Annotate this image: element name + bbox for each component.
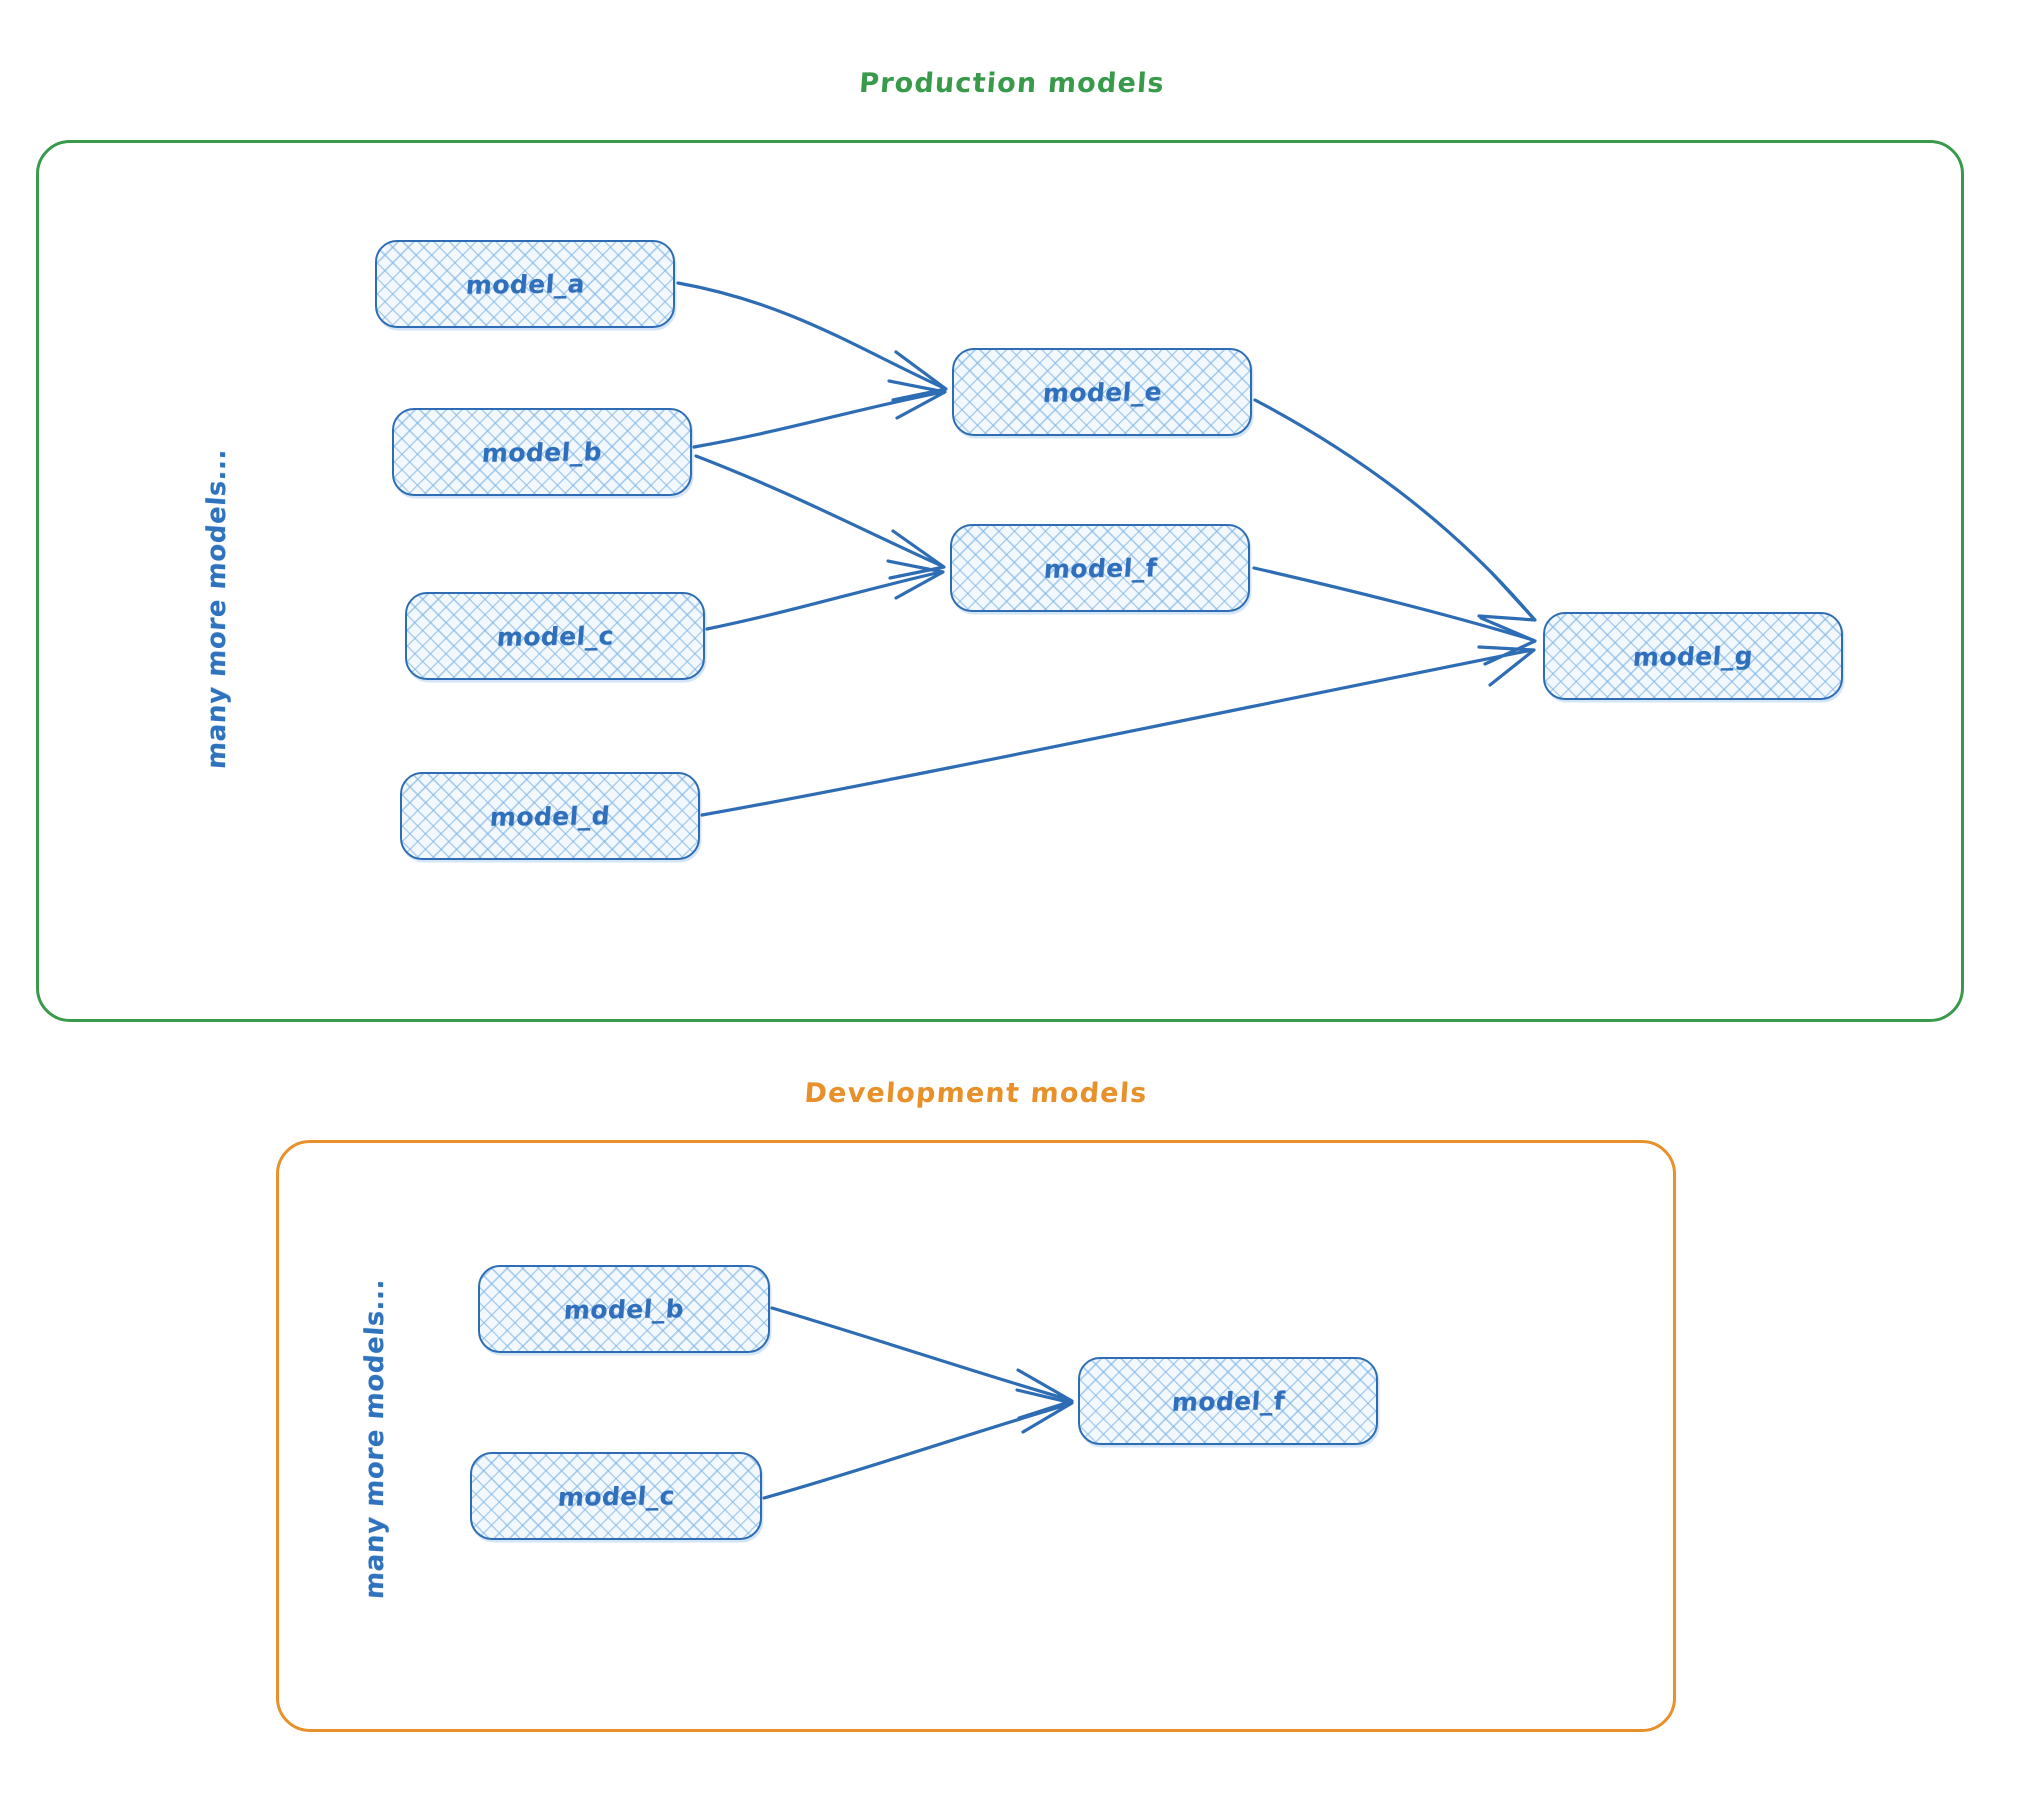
node-prod-model-g[interactable]: model_g xyxy=(1543,612,1843,700)
node-label: model_c xyxy=(556,1480,676,1512)
node-dev-model-b[interactable]: model_b xyxy=(478,1265,770,1353)
node-prod-model-a[interactable]: model_a xyxy=(375,240,675,328)
node-label: model_b xyxy=(480,436,604,468)
node-label: model_a xyxy=(464,268,586,300)
production-group-title: Production models xyxy=(858,68,1166,99)
production-side-note: many more models... xyxy=(202,447,232,770)
node-prod-model-e[interactable]: model_e xyxy=(952,348,1252,436)
node-prod-model-c[interactable]: model_c xyxy=(405,592,705,680)
node-label: model_d xyxy=(488,800,612,832)
node-label: model_c xyxy=(495,620,615,652)
development-group-frame xyxy=(276,1140,1676,1732)
node-prod-model-d[interactable]: model_d xyxy=(400,772,700,860)
node-prod-model-f[interactable]: model_f xyxy=(950,524,1250,612)
node-label: model_f xyxy=(1170,1385,1286,1417)
node-dev-model-f[interactable]: model_f xyxy=(1078,1357,1378,1445)
node-label: model_f xyxy=(1042,552,1158,584)
development-group-title: Development models xyxy=(803,1078,1149,1109)
node-prod-model-b[interactable]: model_b xyxy=(392,408,692,496)
node-label: model_g xyxy=(1631,640,1755,672)
node-label: model_e xyxy=(1041,376,1163,408)
production-group-frame xyxy=(36,140,1964,1022)
node-dev-model-c[interactable]: model_c xyxy=(470,1452,762,1540)
development-side-note: many more models... xyxy=(360,1277,390,1600)
node-label: model_b xyxy=(562,1293,686,1325)
